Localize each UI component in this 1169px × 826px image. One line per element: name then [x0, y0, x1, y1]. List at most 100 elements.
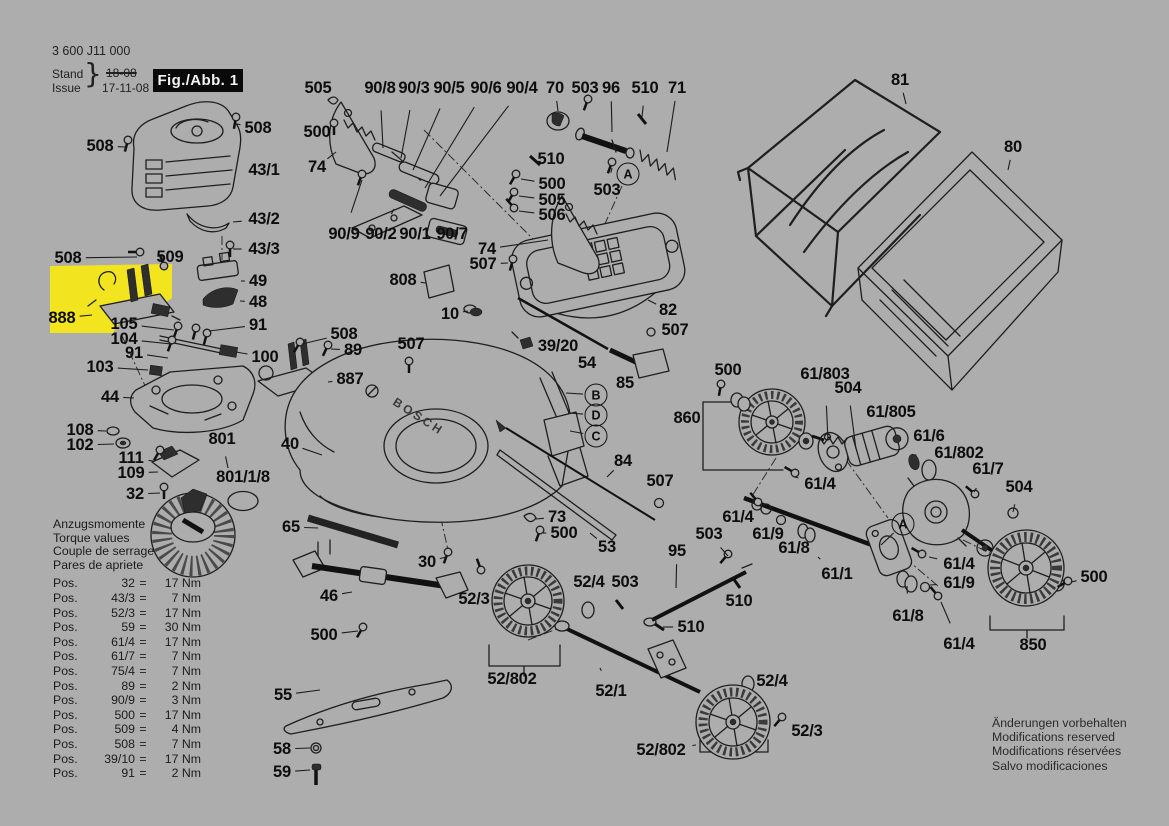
part-label-52-3: 52/3 [458, 589, 490, 608]
part-label-887: 887 [336, 369, 364, 388]
torque-row: Pos.61/7=7 Nm [53, 649, 201, 664]
part-label-70: 70 [546, 78, 564, 97]
part-label-508: 508 [330, 324, 358, 343]
c-eq: = [139, 736, 147, 751]
part-label-510: 510 [631, 78, 659, 97]
part-label-510: 510 [677, 617, 705, 636]
c-eq: = [139, 649, 147, 664]
c-val: 4 Nm [171, 722, 201, 737]
part-label-61-803: 61/803 [800, 364, 850, 383]
c-val: 7 Nm [171, 590, 201, 605]
part-label-61-4: 61/4 [804, 474, 836, 493]
part-label-80: 80 [1004, 137, 1022, 156]
impeller-fan [150, 488, 259, 578]
part-label-888: 888 [48, 308, 76, 327]
part-label-503: 503 [571, 78, 599, 97]
part-label-61-1: 61/1 [821, 564, 853, 583]
c-eq: = [139, 766, 147, 781]
date-brace: } [84, 57, 102, 90]
torque-row: Pos.61/4=17 Nm [53, 635, 201, 650]
c-num: 89 [121, 678, 135, 693]
part-label-808: 808 [389, 270, 417, 289]
handle-bracket-left [329, 101, 376, 175]
part-label-503: 503 [593, 180, 621, 199]
c-num: 43/3 [111, 590, 135, 605]
c-pos: Pos. [53, 693, 78, 708]
part-label-32: 32 [126, 484, 144, 503]
part-label-53: 53 [598, 537, 616, 556]
cable-adjuster-parts [528, 111, 677, 181]
c-pos: Pos. [53, 663, 78, 678]
part-label-91: 91 [125, 343, 143, 362]
stand-label: Stand [52, 67, 84, 81]
section-marker-A: A [616, 162, 640, 186]
part-label-801-1-8: 801/1/8 [216, 467, 270, 486]
part-label-503: 503 [611, 572, 639, 591]
grass-box [857, 151, 1063, 391]
torque-row: Pos.508=7 Nm [53, 737, 201, 752]
modification-note: Salvo modificaciones [992, 758, 1108, 773]
c-pos: Pos. [53, 620, 78, 635]
part-label-46: 46 [320, 586, 338, 605]
c-eq: = [139, 693, 147, 708]
c-pos: Pos. [53, 722, 78, 737]
part-label-43-3: 43/3 [248, 239, 280, 258]
c-num: 508 [114, 736, 135, 751]
part-label-49: 49 [249, 271, 267, 290]
part-label-506: 506 [538, 205, 566, 224]
part-label-81: 81 [891, 70, 909, 89]
part-label-860: 860 [673, 408, 701, 427]
part-label-507: 507 [661, 320, 689, 339]
part-label-507: 507 [397, 334, 425, 353]
switch-assembly-888 [87, 263, 181, 325]
c-pos: Pos. [53, 751, 78, 766]
part-label-500: 500 [714, 360, 742, 379]
part-label-90-2: 90/2 [365, 224, 397, 243]
part-label-74: 74 [308, 157, 326, 176]
document-number: 3 600 J11 000 [52, 44, 131, 58]
section-marker-C: C [584, 424, 608, 448]
torque-row: Pos.91=2 Nm [53, 766, 201, 781]
part-label-507: 507 [646, 471, 674, 490]
part-label-90-8: 90/8 [364, 78, 396, 97]
part-label-39-20: 39/20 [537, 336, 579, 355]
part-label-505: 505 [538, 190, 566, 209]
part-label-61-6: 61/6 [913, 426, 945, 445]
c-pos: Pos. [53, 576, 78, 591]
torque-row: Pos.52/3=17 Nm [53, 606, 201, 621]
part-label-508: 508 [244, 118, 272, 137]
c-num: 90/9 [111, 693, 135, 708]
torque-row: Pos.59=30 Nm [53, 620, 201, 635]
c-eq: = [139, 751, 147, 766]
torque-heading: Pares de apriete [53, 557, 144, 572]
part-label-105: 105 [110, 314, 138, 333]
c-num: 32 [121, 576, 135, 591]
part-label-52-4: 52/4 [573, 572, 605, 591]
part-label-500: 500 [303, 122, 331, 141]
part-label-500: 500 [538, 174, 566, 193]
part-label-43-1: 43/1 [248, 160, 280, 179]
part-label-59: 59 [273, 762, 291, 781]
wheel-rear-right [987, 529, 1065, 639]
part-label-55: 55 [274, 685, 292, 704]
torque-row: Pos.43/3=7 Nm [53, 591, 201, 606]
c-val: 30 Nm [164, 620, 201, 635]
part-label-90-7: 90/7 [436, 224, 468, 243]
part-label-90-4: 90/4 [506, 78, 538, 97]
modification-note: Modifications réservées [992, 744, 1122, 759]
part-label-503: 503 [695, 524, 723, 543]
blade [283, 679, 453, 785]
handle-bracket-right [550, 195, 600, 275]
deck-small-parts [423, 264, 670, 541]
part-label-61-9: 61/9 [943, 573, 975, 592]
part-label-103: 103 [86, 357, 114, 376]
part-label-61-805: 61/805 [866, 402, 916, 421]
part-label-96: 96 [602, 78, 620, 97]
part-label-52-4: 52/4 [756, 671, 788, 690]
part-label-52-802: 52/802 [636, 740, 686, 759]
part-label-504: 504 [1005, 477, 1033, 496]
